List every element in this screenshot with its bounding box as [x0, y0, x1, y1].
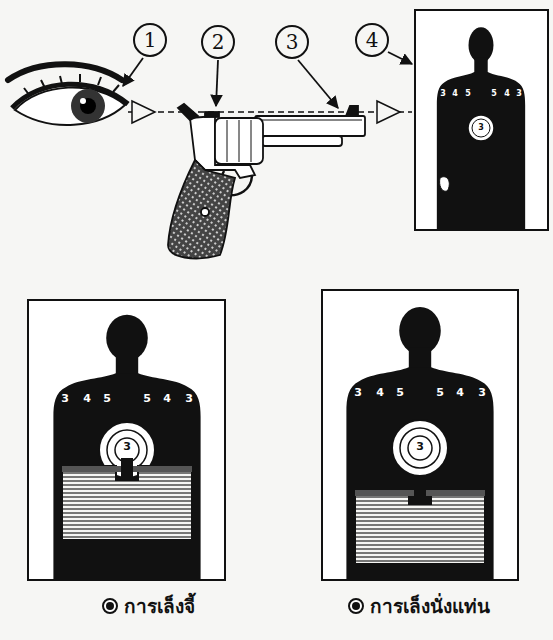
- target-drawing: [322, 290, 518, 580]
- revolver-drawing: [201, 208, 209, 216]
- caption-text: การเล็งนั่งแท่น: [370, 597, 490, 616]
- target-number: 4: [504, 90, 510, 98]
- target-number: 5: [465, 90, 471, 98]
- sight-line: [377, 101, 400, 123]
- target-drawing: [28, 300, 225, 580]
- revolver-drawing: [227, 120, 251, 162]
- callout-number: 4: [366, 30, 379, 50]
- target-number: 3: [516, 90, 522, 98]
- callout-circle: 3: [275, 25, 309, 59]
- leader-line: [298, 60, 338, 108]
- target-drawing: [440, 177, 450, 192]
- target-drawing: [400, 428, 440, 468]
- target-drawing: [472, 119, 490, 137]
- sight-line: [132, 101, 155, 123]
- eye-drawing: [24, 74, 119, 96]
- revolver-drawing: [346, 106, 358, 116]
- target-number: 3: [185, 393, 193, 404]
- target-number: 4: [163, 393, 171, 404]
- target-number: 3: [354, 387, 362, 398]
- target-number: 4: [452, 90, 458, 98]
- bullet-symbol: [349, 599, 363, 613]
- eye-drawing: [80, 98, 96, 114]
- target-number: 3: [478, 387, 486, 398]
- target-drawing: [415, 10, 548, 230]
- leader-line: [123, 52, 412, 108]
- target-number: 4: [376, 387, 384, 398]
- target-drawing: [408, 436, 432, 460]
- target-drawing: [415, 10, 548, 230]
- caption-text: การเล็งจี้: [124, 597, 195, 616]
- target-number: 5: [491, 90, 497, 98]
- target-drawing: [53, 315, 200, 580]
- target-number: 5: [103, 393, 111, 404]
- target-drawing: [346, 307, 493, 580]
- target-drawing: [414, 480, 426, 504]
- callout-number: 2: [212, 32, 225, 52]
- revolver-drawing: [258, 120, 362, 121]
- target-drawing: [392, 420, 448, 476]
- target-drawing: [437, 27, 525, 230]
- target-number: 3: [123, 441, 131, 452]
- target-number: 3: [440, 90, 446, 98]
- revolver-drawing: [215, 118, 263, 164]
- sight-line: [128, 111, 412, 113]
- eye-drawing: [71, 89, 105, 123]
- bullet-symbol: [106, 602, 114, 610]
- target-number: 5: [436, 387, 444, 398]
- revolver-drawing: [168, 160, 235, 258]
- target-drawing: [121, 458, 133, 480]
- eye-drawing: [8, 64, 128, 125]
- target-drawing: [322, 290, 518, 580]
- callout-circle: 2: [201, 25, 235, 59]
- callout-number: 3: [286, 32, 299, 52]
- leader-line: [216, 60, 218, 106]
- bullet-symbol: [352, 602, 360, 610]
- target-number: 3: [478, 124, 484, 132]
- target-drawing: [28, 300, 225, 580]
- sight-line: [128, 101, 412, 123]
- revolver-drawing: [205, 112, 219, 117]
- bullet-symbol: [103, 599, 117, 613]
- callout-circle: 1: [133, 23, 167, 57]
- target-number: 5: [143, 393, 151, 404]
- target-drawing: [468, 115, 494, 141]
- revolver-drawing: [168, 104, 365, 258]
- leader-line: [388, 52, 412, 64]
- callout-number: 1: [144, 30, 157, 50]
- eye-drawing: [8, 64, 122, 80]
- target-number: 5: [396, 387, 404, 398]
- target-number: 4: [456, 387, 464, 398]
- eye-drawing: [80, 98, 86, 104]
- target-number: 3: [416, 441, 424, 452]
- target-number: 4: [83, 393, 91, 404]
- revolver-drawing: [255, 116, 365, 136]
- callout-circle: 4: [355, 23, 389, 57]
- target-number: 3: [61, 393, 69, 404]
- revolver-drawing: [262, 136, 342, 146]
- leader-line: [123, 58, 143, 86]
- revolver-drawing: [178, 104, 198, 120]
